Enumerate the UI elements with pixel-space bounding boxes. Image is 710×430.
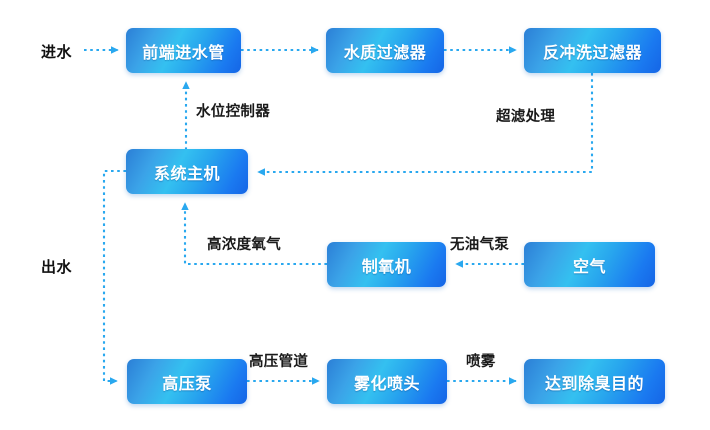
- node-water-filter[interactable]: 水质过滤器: [326, 28, 444, 73]
- node-inlet-pipe[interactable]: 前端进水管: [126, 28, 241, 73]
- label-ultrafiltration: 超滤处理: [496, 109, 556, 125]
- label-high-conc-oxygen: 高浓度氧气: [207, 237, 281, 253]
- node-atomizing-nozzle[interactable]: 雾化喷头: [327, 359, 447, 404]
- label-level-controller: 水位控制器: [196, 104, 270, 120]
- node-deodorization-goal[interactable]: 达到除臭目的: [524, 359, 665, 404]
- edge-system-host-to-high-pressure-pump: [102, 169, 126, 385]
- label-water-out: 出水: [41, 258, 73, 276]
- label-spray: 喷雾: [466, 354, 496, 370]
- label-oil-free-air-pump: 无油气泵: [450, 237, 510, 253]
- node-system-host[interactable]: 系统主机: [126, 149, 248, 194]
- edge-backwash-filter-to-system-host: [257, 73, 594, 176]
- label-water-in: 进水: [41, 43, 73, 61]
- node-oxygen-generator[interactable]: 制氧机: [327, 242, 446, 287]
- node-air[interactable]: 空气: [524, 242, 655, 287]
- node-high-pressure-pump[interactable]: 高压泵: [127, 359, 247, 404]
- node-backwash-filter[interactable]: 反冲洗过滤器: [524, 28, 661, 73]
- label-high-pressure-pipe: 高压管道: [249, 354, 309, 370]
